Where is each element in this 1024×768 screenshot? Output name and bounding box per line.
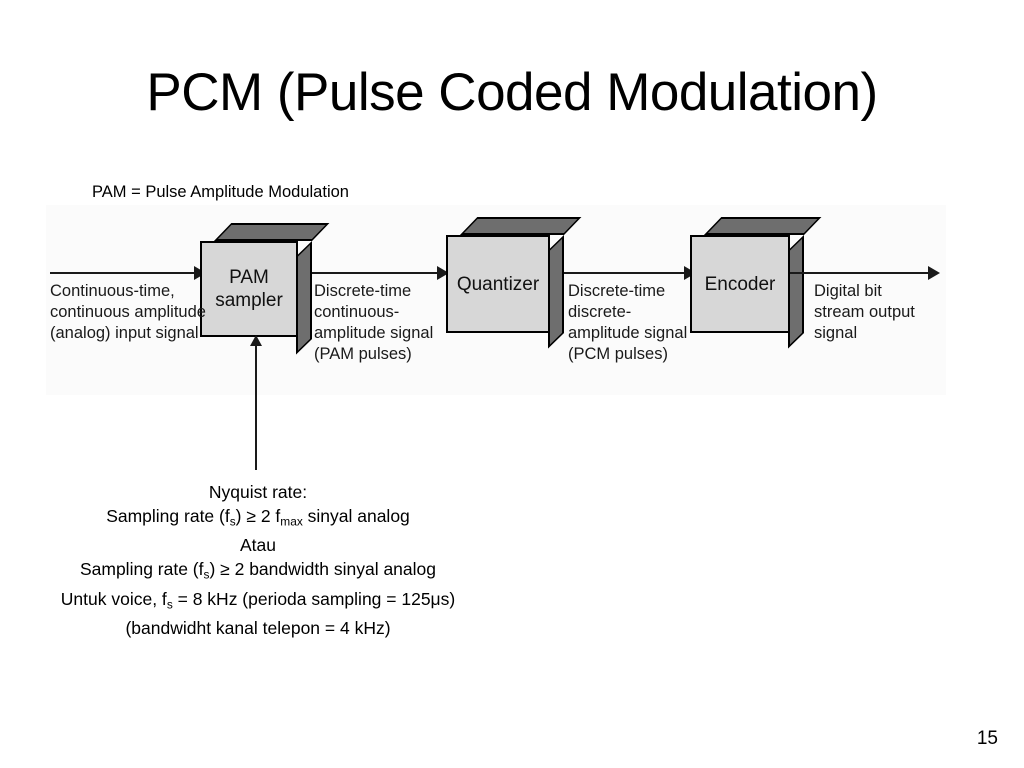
quantizer-to-encoder-wire [564, 272, 686, 274]
caption-input-line-2: continuous amplitude [50, 303, 206, 321]
block-encoder: Encoder [690, 217, 822, 349]
nyquist-heading: Nyquist rate: [208, 482, 308, 502]
pam-legend-text: PAM = Pulse Amplitude Modulation [92, 183, 349, 201]
block-quantizer: Quantizer [446, 217, 582, 349]
sampling-fmax-sub-s: s [229, 514, 236, 529]
encoder-front-face: Encoder [690, 235, 790, 333]
nyquist-atau: Atau [240, 535, 276, 556]
caption-input-line-3: (analog) input signal [50, 324, 199, 342]
pam-sampler-top-face [214, 223, 330, 241]
caption-pam-line-4: (PAM pulses) [314, 345, 412, 363]
quantizer-front-face: Quantizer [446, 235, 550, 333]
page-title: PCM (Pulse Coded Modulation) [146, 63, 878, 122]
pcm-block-diagram: PAM sampler Continuous-time, continuous … [46, 205, 946, 470]
caption-input-signal: Continuous-time, continuous amplitude (a… [50, 281, 245, 344]
output-wire [790, 272, 930, 274]
quantizer-top-face [460, 217, 582, 235]
sampling-fmax-post: sinyal analog [302, 506, 410, 526]
voice-sub-s: s [166, 596, 173, 611]
sampling-rate-wire [255, 345, 257, 470]
caption-pcm-pulses: Discrete-time discrete- amplitude signal… [568, 281, 698, 365]
pam-sampler-label-line2: sampler [215, 290, 283, 311]
caption-pam-line-3: amplitude signal [314, 324, 434, 342]
caption-digital-output: Digital bit stream output signal [814, 281, 954, 344]
caption-pam-line-2: continuous- [314, 303, 400, 321]
caption-output-line-1: Digital bit [814, 282, 882, 300]
quantizer-side-face [548, 235, 564, 349]
nyquist-bandwidth-line: (bandwidht kanal telepon = 4 kHz) [125, 617, 391, 638]
caption-pcm-line-1: Discrete-time [568, 282, 666, 300]
caption-output-line-3: signal [814, 324, 858, 342]
page-number: 15 [976, 728, 998, 749]
caption-input-line-1: Continuous-time, [50, 282, 175, 300]
quantizer-label: Quantizer [456, 273, 540, 295]
pam-sampler-side-face [296, 241, 312, 355]
pam-sampler-front-face: PAM sampler [200, 241, 298, 337]
caption-pcm-line-2: discrete- [568, 303, 632, 321]
sampling-bw-post: ) ≥ 2 bandwidth sinyal analog [209, 559, 437, 580]
input-wire [50, 272, 196, 274]
sampling-fmax-mid: ) ≥ 2 f [235, 506, 281, 526]
caption-pam-pulses: Discrete-time continuous- amplitude sign… [314, 281, 444, 365]
encoder-top-face [704, 217, 822, 235]
nyquist-sampling-bandwidth-line: Sampling rate (fs) ≥ 2 bandwidth sinyal … [0, 557, 516, 586]
voice-pre: Untuk voice, f [60, 588, 167, 609]
sampling-rate-arrowhead [250, 335, 262, 346]
sampling-fmax-pre: Sampling rate (f [106, 506, 230, 526]
sampling-bw-sub-s: s [203, 567, 210, 582]
block-pam-sampler: PAM sampler [200, 223, 330, 355]
caption-output-line-2: stream output [814, 303, 915, 321]
voice-post: = 8 kHz (perioda sampling = 125μs) [172, 588, 456, 609]
encoder-side-face [788, 235, 804, 349]
pam-sampler-label-line1: PAM [229, 267, 269, 288]
output-arrowhead [928, 266, 940, 280]
sampling-bw-pre: Sampling rate (f [79, 559, 204, 580]
nyquist-voice-line: Untuk voice, fs = 8 kHz (perioda samplin… [0, 587, 516, 616]
encoder-label: Encoder [704, 273, 776, 295]
caption-pam-line-1: Discrete-time [314, 282, 412, 300]
caption-pcm-line-3: amplitude signal [568, 324, 688, 342]
nyquist-sampling-fmax-line: Sampling rate (fs) ≥ 2 fmax sinyal analo… [0, 504, 516, 533]
nyquist-text-block: Nyquist rate: Sampling rate (fs) ≥ 2 fma… [0, 480, 516, 640]
caption-pcm-line-4: (PCM pulses) [568, 345, 668, 363]
sampling-fmax-sub-max: max [280, 514, 303, 529]
sampler-to-quantizer-wire [312, 272, 439, 274]
